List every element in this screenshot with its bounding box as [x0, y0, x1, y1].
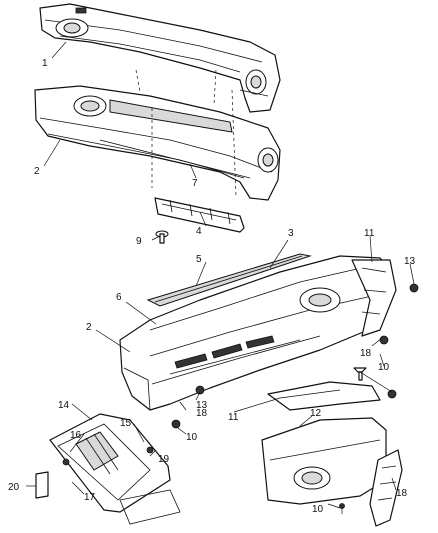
callout-4: 4	[196, 226, 202, 237]
license-bracket-inset	[35, 413, 181, 525]
bumper-assembly-lower	[119, 255, 397, 411]
callout-18-lower: 18	[396, 488, 408, 499]
callout-20: 20	[8, 482, 20, 493]
push-pin-part-9	[155, 230, 169, 244]
callout-10-middle: 10	[186, 432, 198, 443]
callout-10-lower: 10	[312, 504, 324, 515]
callout-19: 19	[158, 454, 170, 465]
bracket-part-11-lower	[267, 381, 381, 411]
callout-6: 6	[116, 292, 122, 303]
callout-14: 14	[58, 400, 70, 411]
callout-11-upper: 11	[364, 228, 375, 239]
callout-9: 9	[136, 236, 142, 247]
callout-18-upper: 18	[360, 348, 372, 359]
callout-17: 17	[84, 492, 96, 503]
callout-2-upper: 2	[34, 166, 40, 177]
callout-2-lower: 2	[86, 322, 92, 333]
callout-11-lower: 11	[228, 412, 239, 423]
callout-18-middle: 18	[196, 408, 208, 419]
leader-lines	[26, 41, 415, 509]
detail-inset-part-12	[261, 417, 403, 527]
trim-strip-part-7	[99, 139, 251, 179]
callout-10-upper: 10	[378, 362, 390, 373]
callout-16: 16	[70, 430, 82, 441]
callout-numbers: 1 2 7 9 4 3 5 11 13 6 2 18 10 13 18 10 1…	[8, 58, 416, 515]
callout-13-lower: 13	[196, 400, 208, 411]
callout-13-upper: 13	[404, 256, 416, 267]
callout-7: 7	[192, 178, 198, 189]
callout-12: 12	[310, 408, 322, 419]
callout-1: 1	[42, 58, 48, 69]
bumper-reinforcement-part-1	[39, 3, 281, 113]
bumper-fascia-upper-part-2	[34, 85, 281, 201]
callout-5: 5	[196, 254, 202, 265]
bracket-part-4	[154, 197, 245, 233]
callout-15: 15	[120, 418, 132, 429]
callout-3: 3	[288, 228, 294, 239]
molding-strip-part-5	[146, 253, 312, 307]
